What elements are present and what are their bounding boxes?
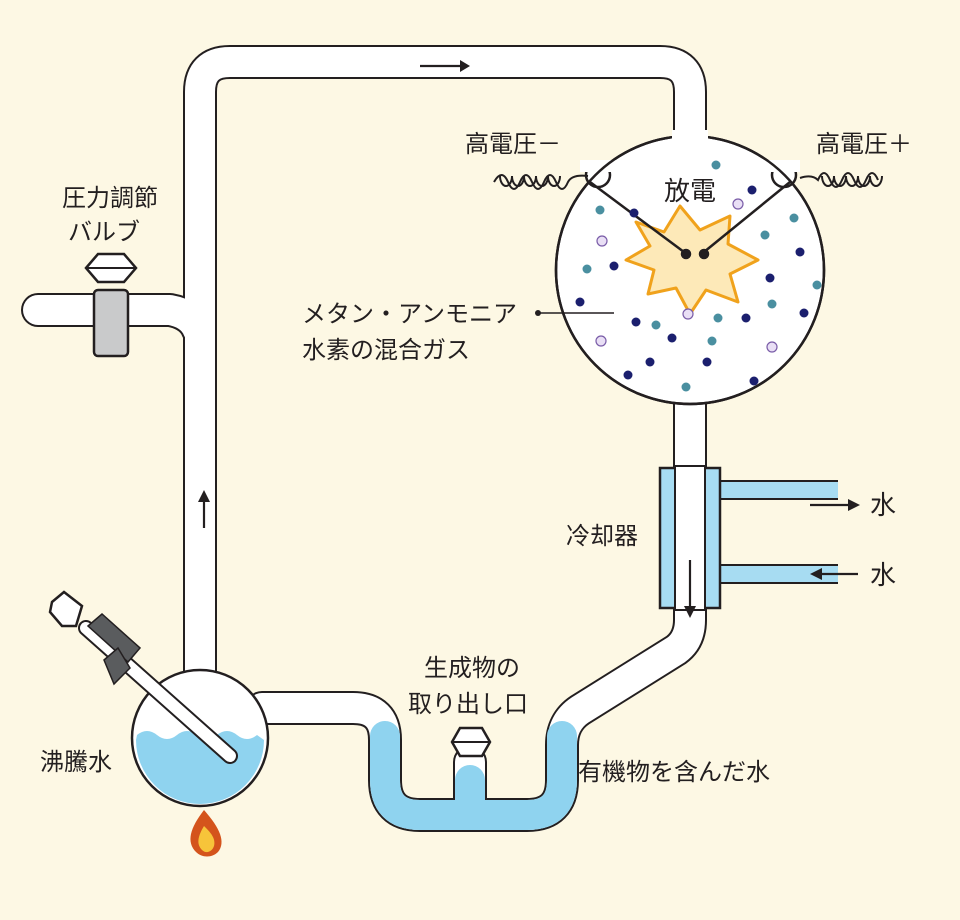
particle bbox=[741, 313, 751, 323]
particle bbox=[609, 261, 619, 271]
particle bbox=[812, 280, 822, 290]
label-gas-mixture-1: メタン・アンモニア bbox=[302, 300, 517, 328]
particle bbox=[631, 317, 641, 327]
particle bbox=[575, 297, 585, 307]
label-outlet-2: 取り出し口 bbox=[408, 690, 528, 718]
particle bbox=[767, 299, 777, 309]
arrow-up-icon bbox=[198, 490, 210, 528]
label-high-voltage-plus: 高電圧＋ bbox=[816, 130, 912, 158]
particle bbox=[702, 357, 712, 367]
particle bbox=[789, 213, 799, 223]
particle bbox=[682, 308, 694, 320]
particle bbox=[766, 341, 778, 353]
particle bbox=[795, 247, 805, 257]
label-pressure-valve-1: 圧力調節 bbox=[62, 184, 158, 212]
particle bbox=[623, 370, 633, 380]
inlet-tube bbox=[48, 590, 238, 764]
coil-icon bbox=[493, 174, 589, 190]
particle bbox=[645, 357, 655, 367]
particle bbox=[765, 273, 775, 283]
coil-icon bbox=[799, 172, 883, 188]
particle bbox=[595, 335, 607, 347]
particle bbox=[667, 333, 677, 343]
particle bbox=[707, 336, 717, 346]
particle bbox=[651, 320, 661, 330]
particle bbox=[749, 376, 759, 386]
label-gas-mixture-2: 水素の混合ガス bbox=[302, 336, 470, 364]
label-cooler: 冷却器 bbox=[566, 522, 638, 550]
flame-icon bbox=[190, 810, 222, 857]
particle bbox=[711, 160, 721, 170]
label-outlet-1: 生成物の bbox=[424, 654, 520, 682]
particle bbox=[595, 205, 605, 215]
particle bbox=[747, 185, 757, 195]
particle bbox=[713, 313, 723, 323]
gas-leader-line bbox=[535, 310, 614, 316]
label-water-out: 水 bbox=[870, 491, 896, 521]
particle bbox=[732, 198, 744, 210]
valve-icon bbox=[450, 726, 492, 758]
label-high-voltage-minus: 高電圧－ bbox=[465, 130, 561, 158]
particle bbox=[760, 230, 770, 240]
arrow-right-icon bbox=[420, 60, 470, 72]
label-organic-water: 有機物を含んだ水 bbox=[578, 758, 770, 786]
label-water-in: 水 bbox=[870, 561, 896, 591]
particle bbox=[681, 382, 691, 392]
particle bbox=[582, 264, 592, 274]
arrow-left-icon bbox=[810, 568, 858, 580]
glass-apparatus bbox=[21, 45, 707, 832]
particle bbox=[596, 235, 608, 247]
gas-particles bbox=[575, 160, 822, 392]
particle bbox=[629, 208, 639, 218]
arrow-right-icon bbox=[810, 499, 860, 511]
label-pressure-valve-2: バルブ bbox=[68, 218, 140, 246]
label-boiling-water: 沸騰水 bbox=[40, 748, 112, 776]
arrow-down-icon bbox=[684, 560, 696, 618]
electrode-wires bbox=[589, 180, 791, 260]
valve-icon bbox=[84, 252, 138, 358]
label-discharge: 放電 bbox=[664, 177, 716, 207]
particle bbox=[799, 308, 809, 318]
organic-water-fill bbox=[370, 721, 577, 830]
